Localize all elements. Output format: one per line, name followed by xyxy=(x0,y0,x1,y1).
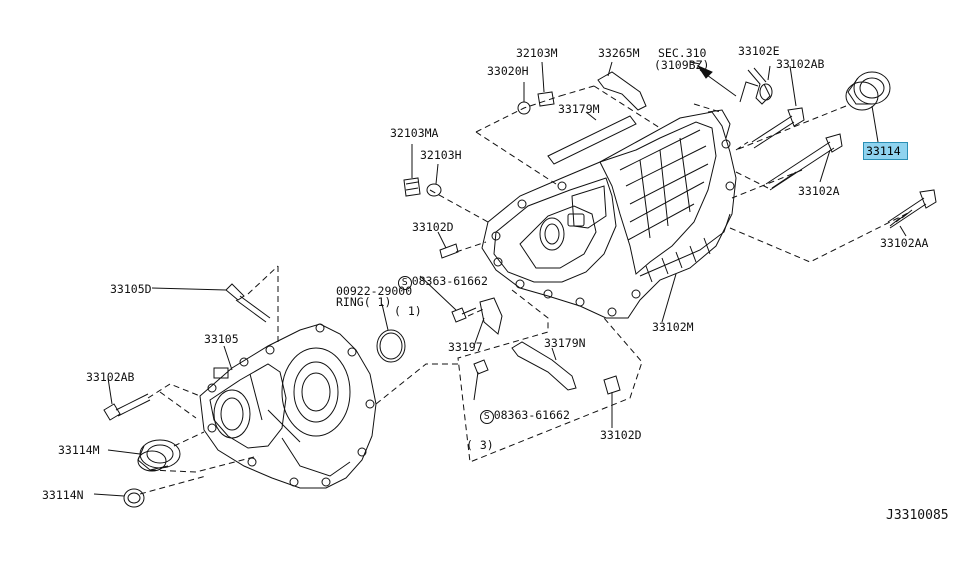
label-sec310-sub[interactable]: (3109BZ) xyxy=(654,58,710,72)
label-32103MA: 32103MA xyxy=(390,126,439,140)
oil-seal-33114M xyxy=(137,439,181,472)
label-33179M: 33179M xyxy=(558,102,600,116)
label-33114M: 33114M xyxy=(58,443,100,457)
bolt-spec-a-number: 08363-61662 xyxy=(411,274,488,288)
label-32103H: 32103H xyxy=(420,148,462,162)
label-33105: 33105 xyxy=(204,332,239,346)
label-33114-highlighted[interactable]: 33114 xyxy=(863,142,908,160)
label-33102AB-top: 33102AB xyxy=(776,57,825,71)
diagram-code: J3310085 xyxy=(886,508,949,523)
label-33102D-bottom: 33102D xyxy=(600,428,642,442)
label-33102AB-left: 33102AB xyxy=(86,370,135,384)
assembly-dashed-lines xyxy=(139,85,911,495)
screw-symbol-icon: S xyxy=(397,276,412,290)
screw-symbol-icon: S xyxy=(479,410,494,424)
label-33114N: 33114N xyxy=(42,488,84,502)
label-33102D-top: 33102D xyxy=(412,220,454,234)
label-33102AA: 33102AA xyxy=(880,236,929,250)
label-33197: 33197 xyxy=(448,340,483,354)
sec310-arrow xyxy=(696,64,759,103)
label-33020H: 33020H xyxy=(487,64,529,78)
label-33102A: 33102A xyxy=(798,184,840,198)
bolt-spec-b-number: 08363-61662 xyxy=(493,408,570,422)
ring-00922 xyxy=(376,329,406,363)
bolt-spec-a-qty: ( 1) xyxy=(394,304,422,318)
label-33179N: 33179N xyxy=(544,336,586,350)
bolt-spec-b-qty: ( 3) xyxy=(466,438,494,452)
leader-lines xyxy=(93,61,907,497)
label-33102M: 33102M xyxy=(652,320,694,334)
o-ring-33114N xyxy=(123,488,145,508)
label-33102E: 33102E xyxy=(738,44,780,58)
label-33105D: 33105D xyxy=(110,282,152,296)
label-ring-code: 00922-29000 xyxy=(336,284,413,298)
oil-seal-33114 xyxy=(845,71,891,111)
rear-cover-housing xyxy=(199,323,377,489)
label-ring-name: RING( 1) xyxy=(336,295,392,309)
label-sec310[interactable]: SEC.310 xyxy=(658,46,707,60)
label-33265M: 33265M xyxy=(598,46,640,60)
label-32103M: 32103M xyxy=(516,46,558,60)
transfer-case-housing xyxy=(481,109,737,319)
bolts xyxy=(103,67,937,421)
